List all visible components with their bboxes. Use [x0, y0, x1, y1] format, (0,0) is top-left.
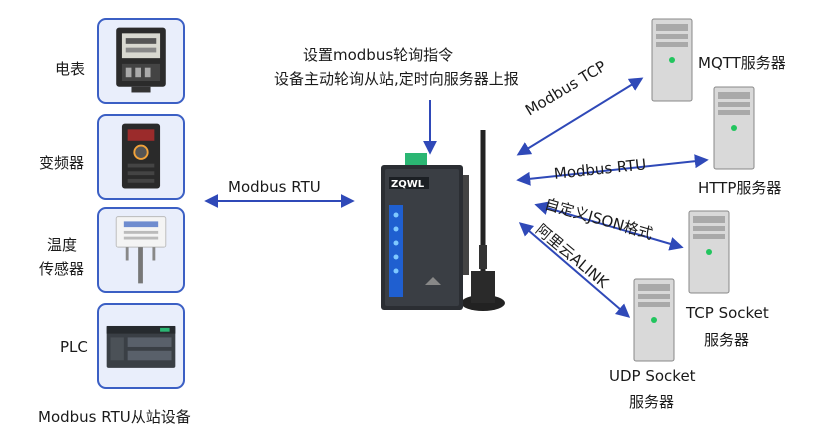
- mqtt-link-arrow: [516, 77, 644, 156]
- inverter-icon: [121, 123, 161, 189]
- instruction-line-1: 设置modbus轮询指令: [303, 46, 454, 64]
- udp-server-label: UDP Socket: [609, 367, 696, 385]
- udp-server-icon: [633, 278, 675, 362]
- temperature-sensor-icon: [115, 216, 167, 284]
- instruction-line-2: 设备主动轮询从站,定时向服务器上报: [274, 70, 519, 88]
- left-link-label: Modbus RTU: [228, 178, 321, 196]
- tcp-server-icon: [688, 210, 730, 294]
- gateway-device-icon: ZQWL: [381, 130, 505, 311]
- device-label-meter: 电表: [55, 60, 86, 78]
- electricity-meter-icon: [116, 27, 166, 93]
- udp-server-label-2: 服务器: [629, 393, 675, 411]
- device-label-temp-2: 传感器: [39, 260, 85, 278]
- http-server-icon: [713, 86, 755, 170]
- gateway-brand-text: ZQWL: [391, 179, 425, 190]
- inverter-card: [97, 114, 185, 200]
- http-link-arrow: [516, 154, 709, 186]
- device-label-plc: PLC: [60, 338, 88, 356]
- plc-card: [97, 303, 185, 389]
- udp-link-arrow: [518, 222, 631, 318]
- tcp-server-label-2: 服务器: [704, 331, 750, 349]
- http-server-label: HTTP服务器: [698, 179, 782, 197]
- mqtt-server-label: MQTT服务器: [698, 54, 786, 72]
- devices-caption: Modbus RTU从站设备: [38, 408, 191, 426]
- temperature-sensor-card: [97, 207, 185, 293]
- plc-icon: [106, 325, 176, 368]
- device-label-inverter: 变频器: [39, 154, 85, 172]
- mqtt-server-icon: [651, 18, 693, 102]
- tcp-server-label: TCP Socket: [686, 304, 769, 322]
- device-label-temp: 温度: [47, 236, 78, 254]
- meter-card: [97, 18, 185, 104]
